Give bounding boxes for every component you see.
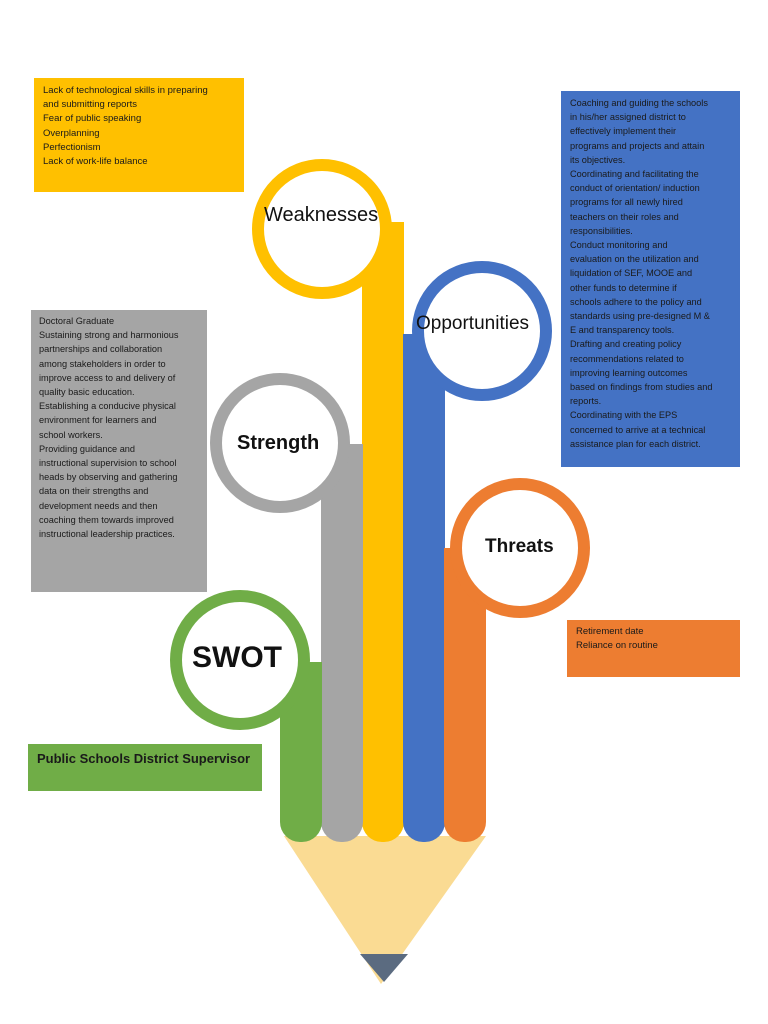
strength-item: coaching them towards improved <box>39 514 174 525</box>
weaknesses-box: Lack of technological skills in preparin… <box>34 78 244 192</box>
swot-label: SWOT <box>192 641 282 674</box>
weaknesses-item: Overplanning <box>43 127 100 139</box>
pencil-wood <box>284 836 486 984</box>
strength-circle <box>210 373 350 513</box>
opportunities-item: responsibilities. <box>570 225 633 236</box>
strength-item: instructional supervision to school <box>39 458 177 469</box>
opportunities-item: standards using pre-designed M & <box>570 311 710 322</box>
strength-label: Strength <box>237 432 320 454</box>
opportunities-item: Drafting and creating policy <box>570 339 682 350</box>
opportunities-item: in his/her assigned district to <box>570 112 686 123</box>
strength-item: instructional leadership practices. <box>39 529 175 540</box>
threats-box: Retirement date Reliance on routine <box>567 620 740 677</box>
weaknesses-item: Lack of technological skills in preparin… <box>43 85 208 96</box>
opportunities-item: Coordinating and facilitating the <box>570 169 699 180</box>
opportunities-circle <box>412 261 552 401</box>
opportunities-item: recommendations related to <box>570 353 684 364</box>
opportunities-item: other funds to determine if <box>570 282 677 293</box>
role-box: Public Schools District Supervisor <box>28 744 262 791</box>
weaknesses-circle <box>252 159 392 299</box>
opportunities-label: Opportunities <box>416 313 530 334</box>
orange-stem <box>444 548 486 842</box>
pencil-tip <box>360 954 408 982</box>
opportunities-item: its objectives. <box>570 154 626 165</box>
weaknesses-item: and submitting reports <box>43 99 137 111</box>
strength-item: school workers. <box>39 429 103 440</box>
opportunities-item: assistance plan for each district. <box>570 438 701 449</box>
strength-item: quality basic education. <box>39 387 135 398</box>
opportunities-item: schools adhere to the policy and <box>570 296 702 307</box>
opportunities-item: concerned to arrive at a technical <box>570 424 706 435</box>
strength-item: heads by observing and gathering <box>39 472 178 483</box>
strength-item: partnerships and collaboration <box>39 344 163 355</box>
opportunities-item: Coaching and guiding the schools <box>570 98 708 108</box>
strength-item: Providing guidance and <box>39 443 136 454</box>
threats-item: Retirement date <box>576 626 644 637</box>
opportunities-item: reports. <box>570 396 602 407</box>
opportunities-item: based on findings from studies and <box>570 382 713 393</box>
weaknesses-item: Fear of public speaking <box>43 113 142 125</box>
threats-item: Reliance on routine <box>576 640 658 652</box>
strength-item: data on their strengths and <box>39 486 149 497</box>
weaknesses-label: Weaknesses <box>264 204 379 226</box>
opportunities-item: evaluation on the utilization and <box>570 254 699 265</box>
strength-item: Doctoral Graduate <box>39 316 115 326</box>
opportunities-item: programs for all newly hired <box>570 197 683 208</box>
opportunities-item: programs and projects and attain <box>570 140 705 151</box>
gray-stem <box>321 444 363 842</box>
weaknesses-item: Lack of work-life balance <box>43 156 148 168</box>
opportunities-item: teachers on their roles and <box>570 211 679 222</box>
strength-item: improve access to and delivery of <box>39 372 176 383</box>
role-label: Public Schools District Supervisor <box>37 751 251 766</box>
strength-item: Sustaining strong and harmonious <box>39 330 179 341</box>
weaknesses-item: Perfectionism <box>43 141 101 153</box>
strength-item: among stakeholders in order to <box>39 358 166 369</box>
threats-label: Threats <box>485 536 554 557</box>
opportunities-item: improving learning outcomes <box>570 367 688 378</box>
opportunities-item: Coordinating with the EPS <box>570 410 678 421</box>
opportunities-item: liquidation of SEF, MOOE and <box>570 268 693 279</box>
strength-box: Doctoral Graduate Sustaining strong and … <box>31 310 207 592</box>
swot-circle <box>170 590 310 730</box>
opportunities-item: conduct of orientation/ induction <box>570 183 700 194</box>
strength-item: Establishing a conducive physical <box>39 401 176 412</box>
opportunities-item: E and transparency tools. <box>570 325 675 336</box>
opportunities-item: effectively implement their <box>570 126 677 137</box>
opportunities-item: Conduct monitoring and <box>570 240 668 251</box>
strength-item: environment for learners and <box>39 415 157 426</box>
strength-item: development needs and then <box>39 500 158 511</box>
threats-circle <box>450 478 590 618</box>
yellow-stem <box>362 222 404 842</box>
blue-stem <box>403 334 445 842</box>
opportunities-box: Coaching and guiding the schools in his/… <box>561 91 740 467</box>
